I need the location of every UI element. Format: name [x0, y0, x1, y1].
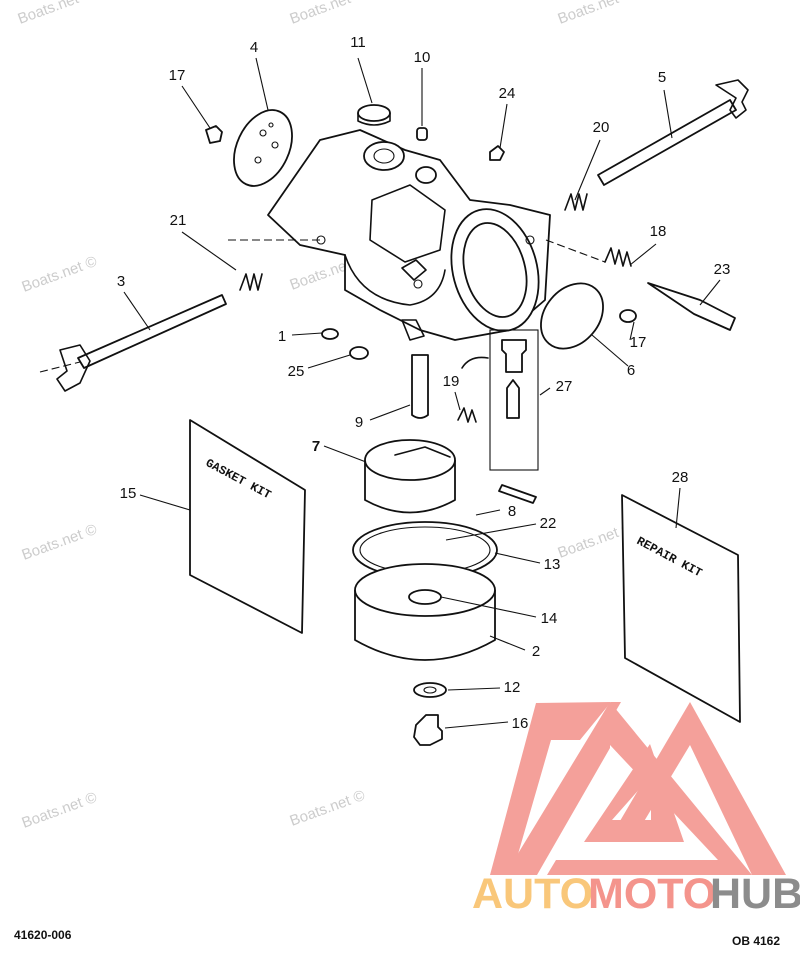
callout-21: 21: [170, 212, 187, 229]
screw: [321, 328, 339, 340]
watermark: Boats.net ©: [20, 789, 100, 832]
callout-11: 11: [350, 34, 366, 51]
callout-28: 28: [672, 469, 689, 486]
watermark: Boats.net ©: [20, 253, 100, 296]
drain-plug: [413, 714, 443, 746]
callout-14: 14: [541, 610, 558, 627]
callout-4: 4: [250, 39, 258, 56]
callout-13: 13: [544, 556, 561, 573]
throttle-plate: [540, 282, 604, 350]
callout-19: 19: [443, 373, 460, 390]
leader-lines: [39, 57, 721, 729]
callout-10: 10: [414, 49, 431, 66]
screw: [205, 125, 223, 144]
main-nozzle: [411, 354, 429, 419]
callout-24: 24: [499, 85, 516, 102]
watermark: Boats.net ©: [556, 0, 636, 28]
nut: [489, 145, 505, 161]
choke-plate: [233, 109, 293, 187]
callout-9: 9: [355, 414, 363, 431]
callout-7: 7: [312, 438, 320, 455]
logo-moto: MOTO: [588, 870, 716, 918]
carburetor-body: [267, 129, 551, 341]
jet: [416, 127, 428, 141]
callout-12: 12: [504, 679, 521, 696]
choke-shaft: [56, 294, 227, 392]
callout-17: 17: [630, 334, 647, 351]
callout-22: 22: [540, 515, 557, 532]
float-bowl: [354, 563, 496, 661]
gasket-kit: GASKET KIT: [189, 419, 306, 634]
callout-23: 23: [714, 261, 731, 278]
repair-kit: REPAIR KIT: [621, 494, 741, 723]
watermark: Boats.net ©: [16, 0, 96, 28]
automotohub-logo-mark: [490, 702, 786, 875]
watermark: Boats.net ©: [288, 787, 368, 830]
callout-18: 18: [650, 223, 667, 240]
callout-15: 15: [120, 485, 137, 502]
callout-labels: 11 10 4 17 24 5 20 21 3 18 23 1 25 17 6 …: [117, 34, 731, 732]
callout-8: 8: [508, 503, 516, 520]
idle-mixture-needle: [647, 282, 736, 331]
drawing-number: 41620-006: [14, 928, 72, 942]
logo-auto: AUTO: [472, 870, 593, 918]
watermark: Boats.net ©: [20, 521, 100, 564]
welch-plug: [357, 104, 391, 122]
screw: [349, 346, 369, 360]
float-pin: [498, 484, 537, 504]
callout-3: 3: [117, 273, 125, 290]
logo-hub: HUB: [710, 870, 800, 918]
callout-5: 5: [658, 69, 666, 86]
watermark: Boats.net ©: [288, 0, 368, 28]
callout-2: 2: [532, 643, 540, 660]
callout-27: 27: [556, 378, 573, 395]
callout-17: 17: [169, 67, 186, 84]
washer: [413, 682, 447, 698]
callout-25: 25: [288, 363, 305, 380]
automotohub-logo-text: AUTO MOTO HUB: [472, 870, 800, 918]
screw: [619, 309, 637, 323]
callout-16: 16: [512, 715, 529, 732]
callout-6: 6: [627, 362, 635, 379]
callout-20: 20: [593, 119, 610, 136]
callout-1: 1: [278, 328, 286, 345]
inlet-needle-seat-box: [489, 329, 539, 471]
float: [364, 439, 456, 514]
figure-code: OB 4162: [732, 934, 781, 948]
throttle-shaft: [597, 79, 749, 186]
